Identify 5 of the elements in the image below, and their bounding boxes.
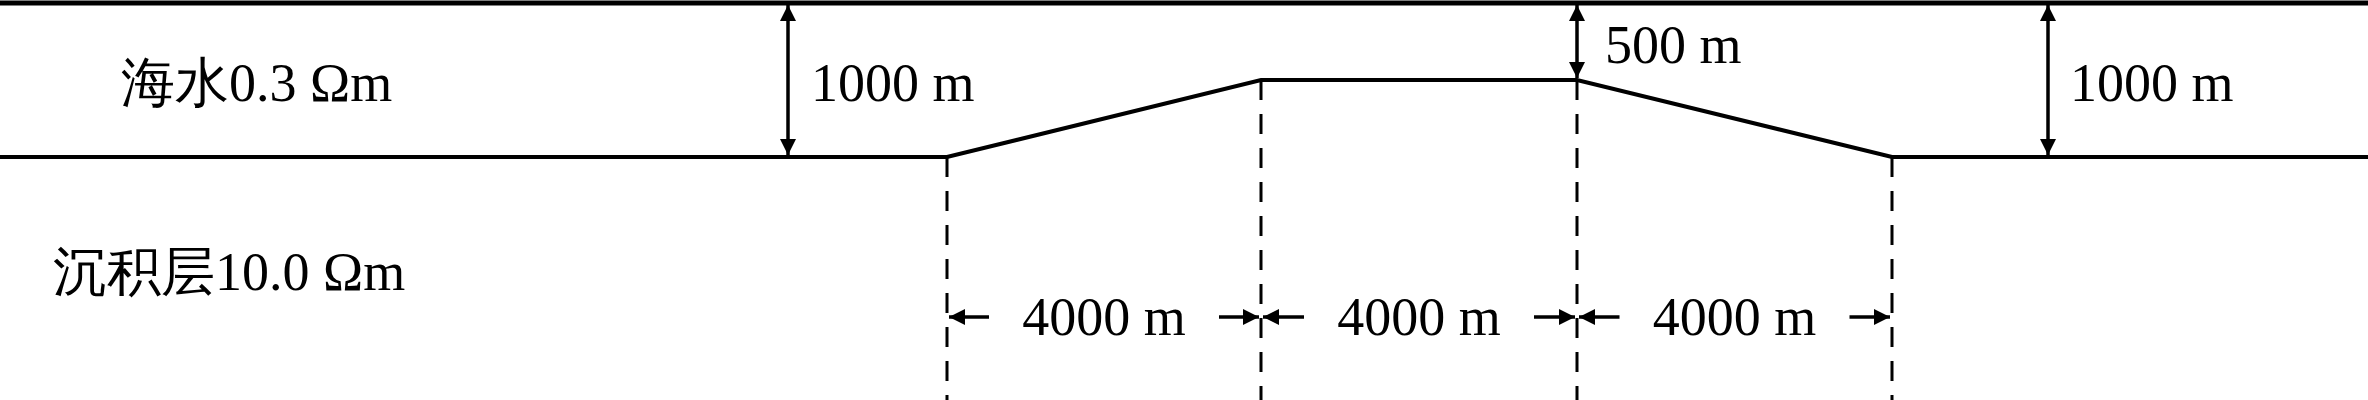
- layer-label: 海水0.3 Ωm: [121, 56, 393, 110]
- layer-label: 沉积层10.0 Ωm: [53, 245, 406, 299]
- dimension-label: 1000 m: [811, 56, 975, 110]
- dimension-label: 500 m: [1605, 18, 1742, 72]
- dimension-label: 1000 m: [2070, 56, 2234, 110]
